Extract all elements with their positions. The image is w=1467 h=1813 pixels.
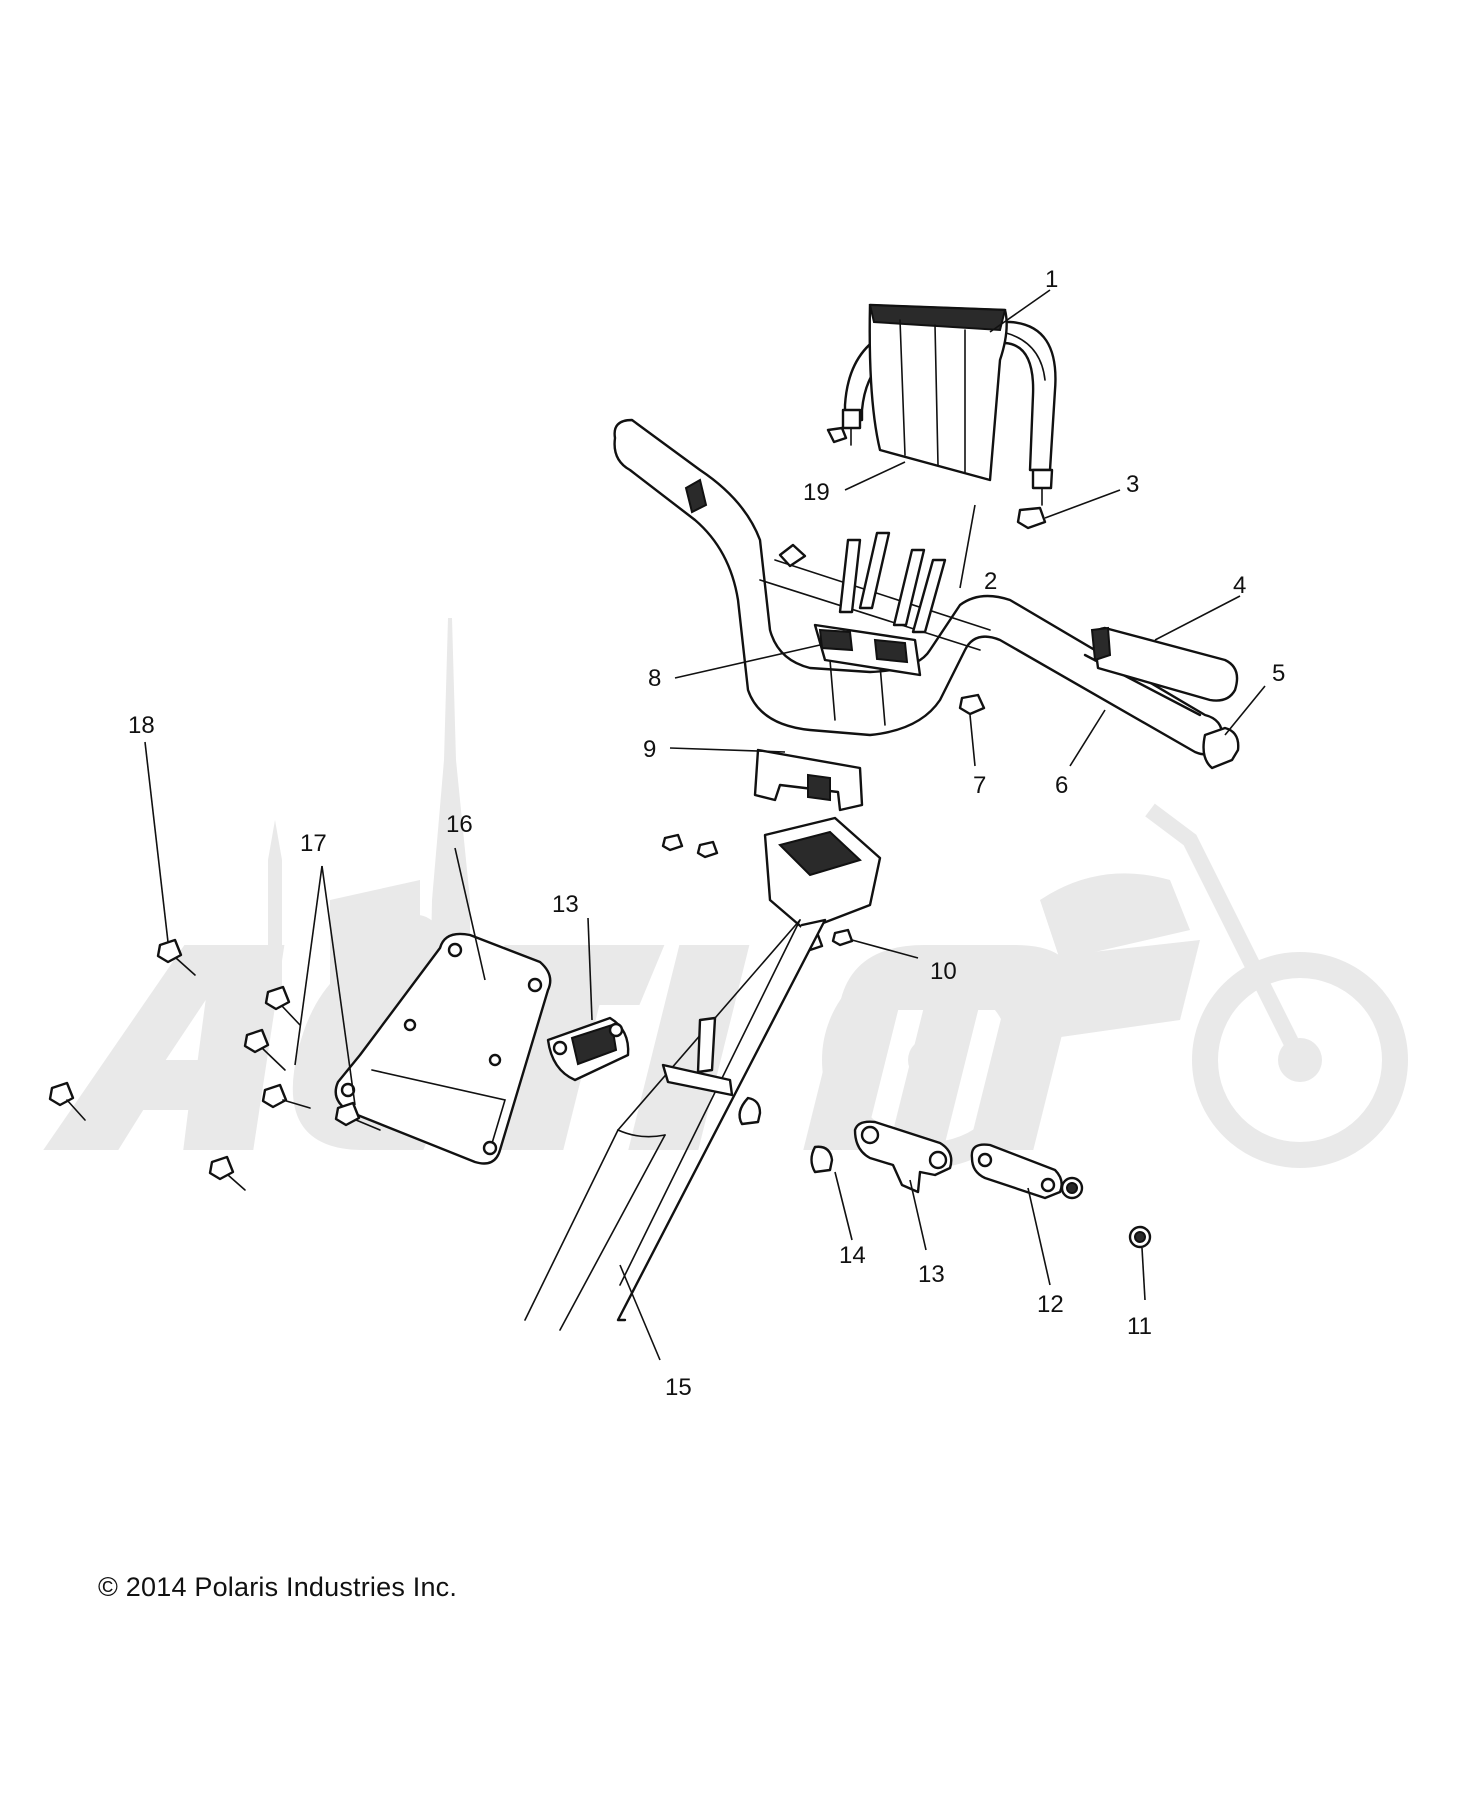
- part-2-bolts: [838, 531, 947, 634]
- callout-7: 7: [973, 772, 986, 799]
- callout-6: 6: [1055, 772, 1068, 799]
- callout-2: 2: [984, 568, 997, 595]
- callout-13-left: 13: [552, 891, 579, 918]
- callout-19: 19: [803, 479, 830, 506]
- callout-4: 4: [1233, 572, 1246, 599]
- part-13-left-clamp: [546, 1016, 630, 1082]
- callout-14: 14: [839, 1242, 866, 1269]
- part-4-grip: [1090, 626, 1239, 702]
- copyright-notice: © 2014 Polaris Industries Inc.: [98, 1572, 458, 1602]
- callout-16: 16: [446, 811, 473, 838]
- callout-8: 8: [648, 665, 661, 692]
- part-1-crossbar-pad: [826, 320, 1057, 506]
- part-7-nut: [958, 693, 986, 716]
- part-12-link-plate: [970, 1143, 1063, 1200]
- callout-5: 5: [1272, 660, 1285, 687]
- callout-18: 18: [128, 712, 155, 739]
- part-13-right-clamp: [853, 1120, 953, 1194]
- part-11-nuts: [1060, 1176, 1152, 1249]
- callout-3: 3: [1126, 471, 1139, 498]
- callout-11: 11: [1127, 1313, 1152, 1340]
- callout-12: 12: [1037, 1291, 1064, 1318]
- callout-9: 9: [643, 736, 656, 763]
- callout-13-right: 13: [918, 1261, 945, 1288]
- part-14-bushings: [738, 1096, 834, 1174]
- part-6-handlebar: [613, 418, 1224, 756]
- callout-labels: 1 2 3 4 5 6 7 8 9 10 11 12 13 13 14 15 1…: [128, 266, 1285, 1401]
- part-3-nut: [1016, 506, 1047, 530]
- part-15-steering-post: [524, 816, 882, 1331]
- callout-17: 17: [300, 830, 327, 857]
- part-16-bracket: [334, 932, 552, 1165]
- part-9-lower-clamp: [753, 748, 864, 812]
- part-17-bolts: [208, 985, 381, 1191]
- part-18-bolt: [48, 938, 196, 1121]
- watermark: [43, 618, 1408, 1168]
- leader-lines: [144, 289, 1266, 1361]
- part-8-upper-clamp: [813, 623, 922, 677]
- part-19-pad: [868, 303, 1008, 482]
- callout-10: 10: [930, 958, 957, 985]
- part-5-end-cap: [1202, 726, 1240, 770]
- callout-15: 15: [665, 1374, 692, 1401]
- callout-1: 1: [1045, 266, 1058, 293]
